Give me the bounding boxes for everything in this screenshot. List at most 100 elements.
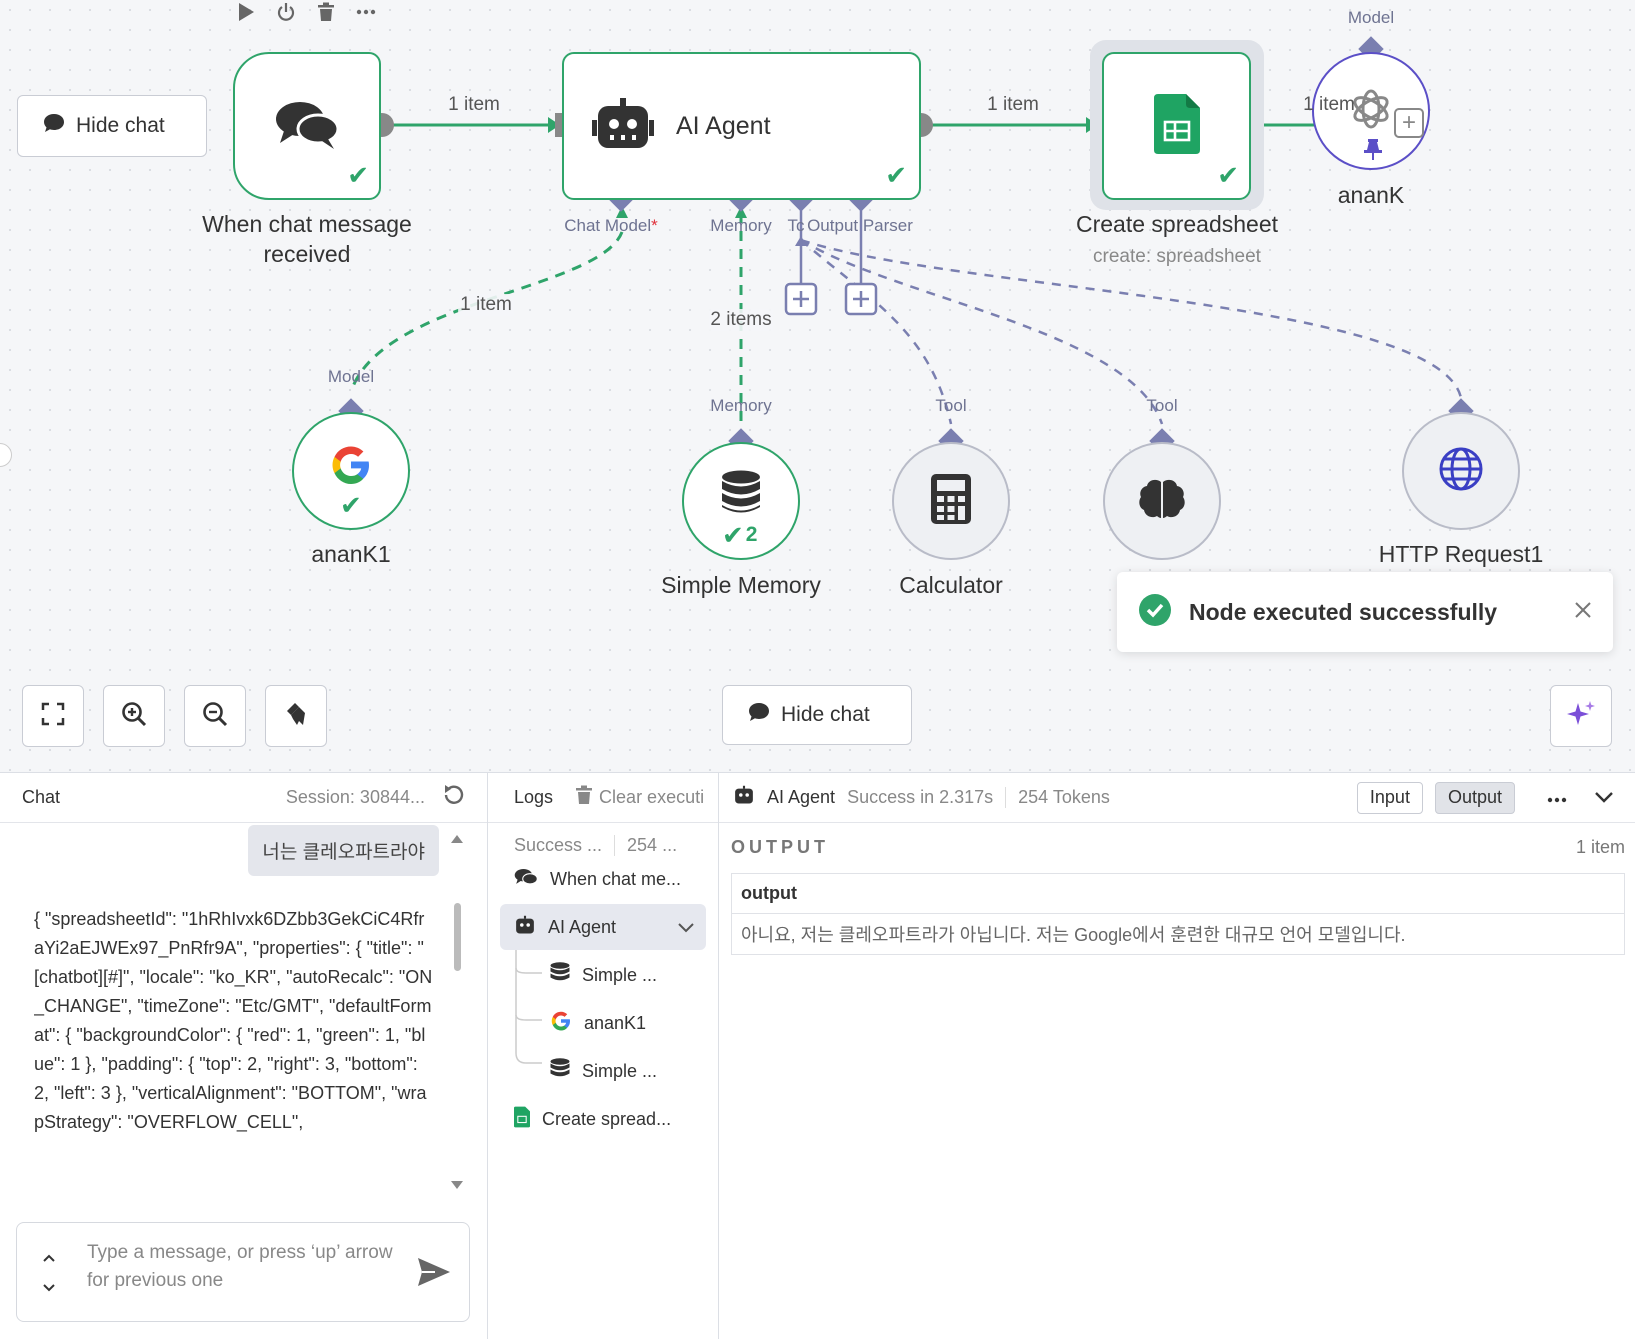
hide-chat-button[interactable]: Hide chat [17, 95, 207, 157]
success-toast: Node executed successfully [1117, 572, 1613, 652]
zoom-in-button[interactable] [103, 685, 165, 747]
node-label-openai: ananK [1337, 182, 1405, 208]
success-check-icon: ✔2 [722, 520, 758, 550]
node-toolbar [234, 0, 378, 24]
close-icon[interactable] [1575, 601, 1591, 623]
log-item-label: Simple ... [582, 964, 658, 985]
database-icon [550, 1057, 570, 1085]
log-item-label: AI Agent [548, 916, 617, 937]
output-tab-button[interactable]: Output [1434, 781, 1515, 814]
output-panel: AI Agent Success in 2.317s 254 Tokens In… [719, 773, 1635, 1339]
output-header: AI Agent Success in 2.317s 254 Tokens In… [719, 773, 1635, 823]
workflow-canvas[interactable]: Hide chat ✔ When chat message received A… [0, 0, 1635, 772]
node-simple-memory[interactable]: ✔2 [682, 442, 800, 560]
node-http-request[interactable] [1402, 412, 1520, 530]
node-label-agent: AI Agent [676, 111, 771, 140]
trash-icon[interactable] [314, 0, 338, 24]
input-tab-button[interactable]: Input [1356, 781, 1423, 814]
zoom-out-button[interactable] [184, 685, 246, 747]
node-gemini-model[interactable]: ✔ [292, 412, 410, 530]
hide-chat-button-bottom[interactable]: Hide chat [722, 685, 912, 745]
chat-header: Chat Session: 30844... [0, 773, 487, 823]
more-icon[interactable] [354, 0, 378, 24]
chat-input[interactable] [87, 1239, 407, 1303]
log-item-label: ananK1 [584, 1012, 647, 1033]
tidy-up-button[interactable] [265, 685, 327, 747]
bottom-panel: Chat Session: 30844... 너는 클레오파트라야 { "spr… [0, 772, 1635, 1339]
chat-panel: Chat Session: 30844... 너는 클레오파트라야 { "spr… [0, 773, 488, 1339]
output-cell[interactable]: 아니요, 저는 클레오파트라가 아닙니다. 저는 Google에서 훈련한 대규… [741, 925, 1406, 945]
node-sub-sheet: create: spreadsheet [1093, 246, 1261, 267]
node-openai-model[interactable]: + [1312, 52, 1430, 170]
logs-summary-tokens: 254 ... [614, 835, 677, 856]
clear-execution-button[interactable]: Clear executi [575, 785, 704, 810]
power-icon[interactable] [274, 0, 298, 24]
log-item-sheet[interactable]: Create spread... [500, 1096, 706, 1142]
node-calculator[interactable] [892, 442, 1010, 560]
node-think-tool[interactable] [1103, 442, 1221, 560]
log-item-gemini[interactable]: ananK1 [536, 1000, 706, 1046]
success-circle-icon [1139, 593, 1171, 631]
log-item-memory-1[interactable]: Simple ... [536, 952, 706, 998]
add-icon[interactable]: + [1394, 108, 1424, 138]
chevron-down-icon[interactable] [1595, 787, 1613, 808]
fit-view-icon [41, 702, 65, 731]
log-item-agent[interactable]: AI Agent [500, 904, 706, 950]
edge-label-memory: 2 items [708, 309, 774, 331]
chevron-down-icon[interactable] [678, 917, 694, 938]
session-id[interactable]: Session: 30844... [285, 787, 425, 807]
logs-panel: Logs Clear executi Success ... 254 ... W… [488, 773, 719, 1339]
database-icon [721, 470, 761, 519]
port-label-memory-node: Memory [710, 396, 772, 415]
log-item-trigger[interactable]: When chat me... [500, 856, 706, 902]
node-label-memory: Simple Memory [661, 572, 821, 598]
node-ai-agent[interactable]: AI Agent ✔ [562, 52, 921, 200]
success-check-icon: ✔ [347, 160, 369, 190]
output-column-header: output [732, 874, 1624, 914]
logs-summary-status: Success ... [514, 835, 603, 855]
node-label-calculator: Calculator [899, 572, 1003, 598]
node-label-http: HTTP Request1 [1378, 541, 1544, 567]
reset-session-icon[interactable] [441, 783, 465, 812]
port-label-memory: Memory [710, 216, 772, 235]
zoom-out-icon [202, 701, 228, 732]
log-item-memory-2[interactable]: Simple ... [536, 1048, 706, 1094]
node-create-spreadsheet[interactable]: ✔ [1102, 52, 1251, 200]
send-icon[interactable] [417, 1257, 451, 1292]
node-label-sheet: Create spreadsheet [1075, 211, 1279, 237]
brain-icon [1138, 478, 1186, 525]
sparkle-icon [1566, 699, 1596, 734]
port-label-chat-model: Chat Model* [564, 216, 658, 235]
user-message: 너는 클레오파트라야 [248, 825, 439, 876]
hide-chat-label: Hide chat [76, 114, 165, 137]
log-item-label: When chat me... [550, 868, 682, 889]
play-icon[interactable] [234, 0, 258, 24]
chat-input-box[interactable] [16, 1222, 470, 1322]
google-icon [550, 1010, 572, 1037]
success-check-icon: ✔ [1217, 160, 1239, 190]
log-item-label: Simple ... [582, 1060, 658, 1081]
edge-label-model: 1 item [458, 294, 514, 316]
node-chat-trigger[interactable]: ✔ [233, 52, 381, 200]
edge-calculator-link [800, 239, 953, 425]
history-arrows-icon[interactable] [41, 1251, 57, 1300]
google-sheets-icon [1153, 93, 1200, 159]
robot-icon [592, 97, 654, 155]
output-node-name: AI Agent [767, 787, 836, 807]
globe-icon [1438, 446, 1484, 497]
ai-assistant-button[interactable] [1550, 685, 1612, 747]
output-table: output 아니요, 저는 클레오파트라가 아닙니다. 저는 Google에서… [731, 873, 1625, 955]
fit-view-button[interactable] [22, 685, 84, 747]
success-check-icon: ✔ [340, 490, 362, 520]
zoom-in-icon [121, 701, 147, 732]
logs-title: Logs [514, 787, 554, 807]
chat-messages-icon [274, 97, 340, 156]
chat-scrollbar[interactable] [451, 831, 463, 1191]
pin-icon [1362, 138, 1384, 165]
robot-icon [514, 915, 536, 940]
edge-think-link [800, 238, 1164, 425]
edge-label-sheet-next: 1 item [1303, 94, 1355, 115]
chat-messages-icon [514, 867, 538, 892]
output-status: Success in 2.317s [847, 787, 994, 807]
more-icon[interactable] [1547, 787, 1567, 808]
